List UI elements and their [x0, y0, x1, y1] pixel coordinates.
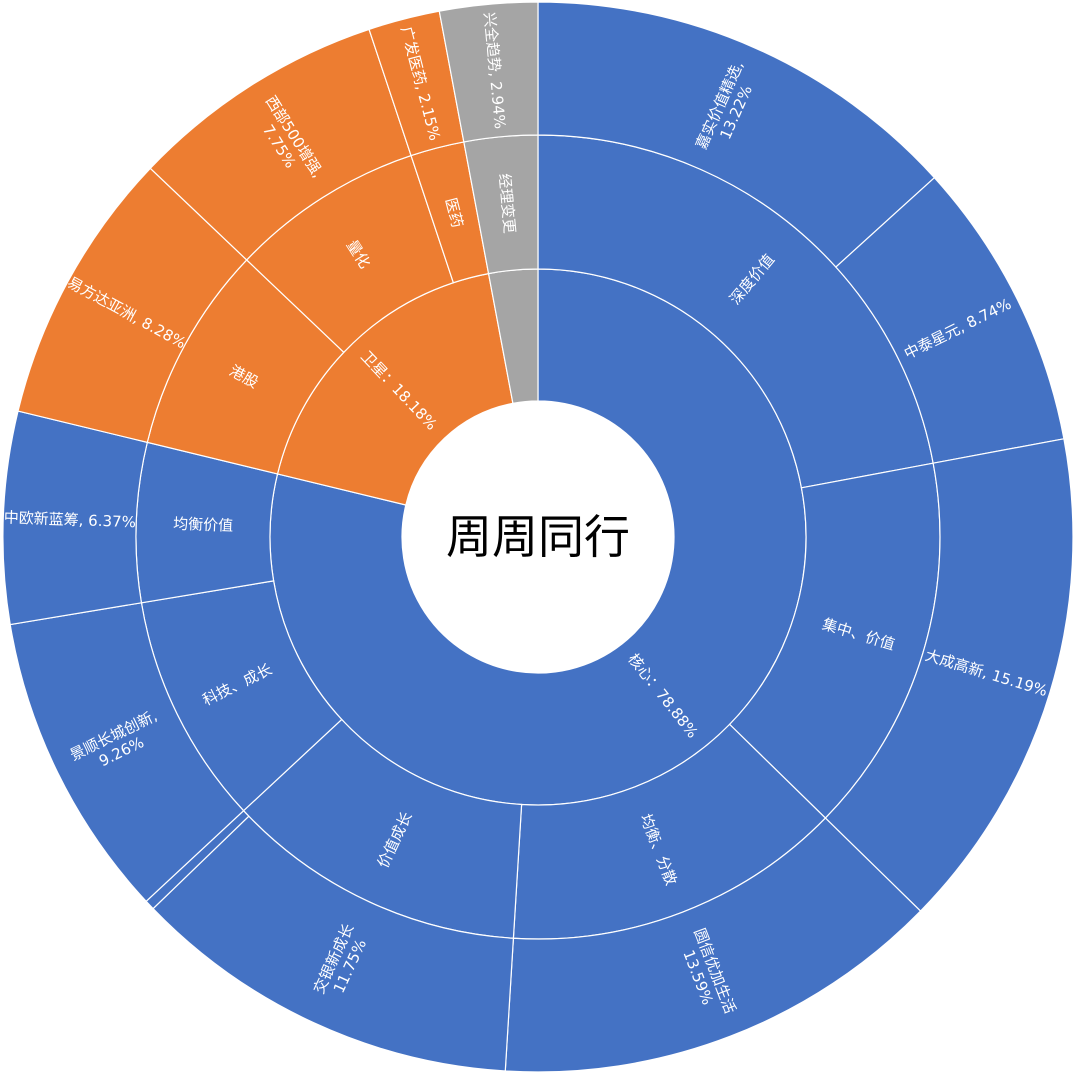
segment-d2-2-0-0	[438, 1, 539, 143]
center-hole	[402, 401, 674, 673]
segment-d1-0-5-label: 均衡价值	[173, 515, 234, 535]
segment-d2-0-5-0-label: 中欧新蓝筹, 6.37%	[3, 508, 136, 531]
center-label: 周周同行	[446, 510, 630, 564]
segment-d1-2-0-label: 经理变更	[495, 173, 518, 234]
